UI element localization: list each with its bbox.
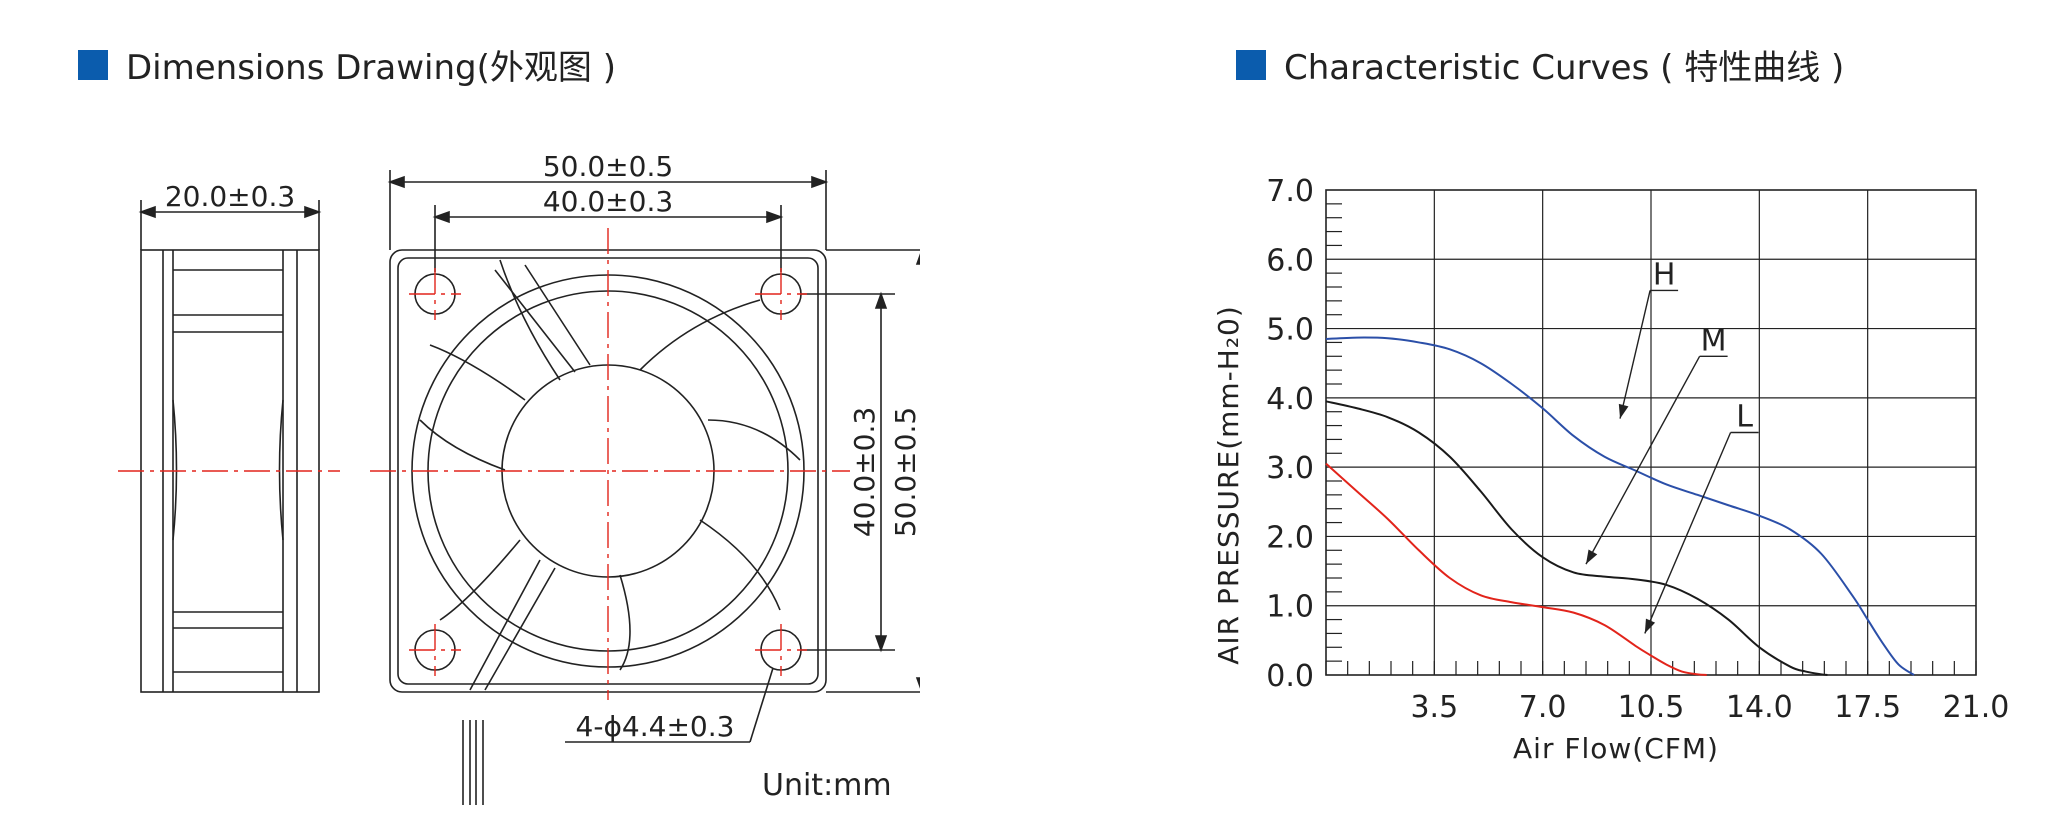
y-tick-label: 7.0	[1266, 174, 1314, 209]
blue-square-icon	[78, 49, 108, 80]
y-tick-label: 6.0	[1266, 243, 1314, 278]
front-width-dimensions	[387, 170, 829, 272]
x-axis-label: Air Flow(CFM)	[1513, 732, 1719, 765]
chart-ticks: 3.5 7.0 10.5 14.0 17.5 21.0 0.0 1.0 2.0 3.0 4.0 5.0…	[1266, 174, 2009, 725]
characteristic-curves-title: Characteristic Curves ( 特性曲线 )	[1284, 48, 1845, 88]
series-line-l	[1325, 462, 1707, 676]
dimensions-drawing-title: Dimensions Drawing(外观图 )	[126, 48, 616, 88]
x-tick-label: 21.0	[1943, 690, 2010, 725]
leader-arrowhead	[1618, 403, 1629, 419]
x-tick-label: 10.5	[1618, 690, 1685, 725]
curve-label-l: L	[1736, 400, 1753, 435]
chart-grid	[1325, 189, 1977, 676]
series-line-h	[1325, 336, 1915, 676]
side-width-dimension	[138, 200, 322, 250]
y-axis-label: AIR PRESSURE(mm-H₂0)	[1212, 305, 1245, 665]
curve-label-m: M	[1701, 323, 1727, 358]
fan-dimensions-drawing: 20.0±0.3 50.0±0.5 40.0±0.3 40.0±0.3 50.0…	[118, 150, 920, 805]
front-height-label: 50.0±0.5	[889, 407, 920, 537]
center-lines	[118, 228, 850, 700]
leader-arrowhead	[1644, 618, 1656, 634]
y-tick-label: 1.0	[1266, 590, 1314, 625]
x-tick-label: 3.5	[1410, 690, 1458, 725]
front-width-label: 50.0±0.5	[543, 150, 673, 183]
chart-annotations: HM L	[1585, 257, 1759, 634]
unit-label: Unit:mm	[762, 768, 892, 803]
x-tick-label: 17.5	[1834, 690, 1901, 725]
front-height-dimensions	[801, 249, 920, 693]
hole-leader	[565, 667, 774, 743]
curve-label-h: H	[1653, 257, 1676, 292]
leader-line	[1644, 432, 1732, 634]
hole-spacing-h-label: 40.0±0.3	[543, 185, 673, 218]
holes-label: 4-ϕ4.4±0.3	[576, 710, 735, 743]
chart-series	[1325, 336, 1915, 676]
series-line-m	[1325, 400, 1828, 676]
y-tick-label: 5.0	[1266, 313, 1314, 348]
dimensions-drawing-heading: Dimensions Drawing(外观图 )	[78, 40, 616, 89]
y-tick-label: 3.0	[1266, 451, 1314, 486]
blue-square-icon	[1236, 49, 1266, 80]
characteristic-curves-heading: Characteristic Curves ( 特性曲线 )	[1236, 40, 1844, 89]
leader-arrowhead	[1586, 549, 1598, 565]
x-tick-label: 7.0	[1519, 690, 1567, 725]
y-tick-label: 0.0	[1266, 659, 1314, 694]
x-tick-label: 14.0	[1726, 690, 1793, 725]
side-width-label: 20.0±0.3	[165, 180, 295, 213]
leader-line	[1619, 290, 1651, 419]
hole-spacing-v-label: 40.0±0.3	[848, 407, 881, 537]
y-tick-label: 2.0	[1266, 520, 1314, 555]
y-tick-label: 4.0	[1266, 382, 1314, 417]
leader-line	[1585, 355, 1701, 565]
